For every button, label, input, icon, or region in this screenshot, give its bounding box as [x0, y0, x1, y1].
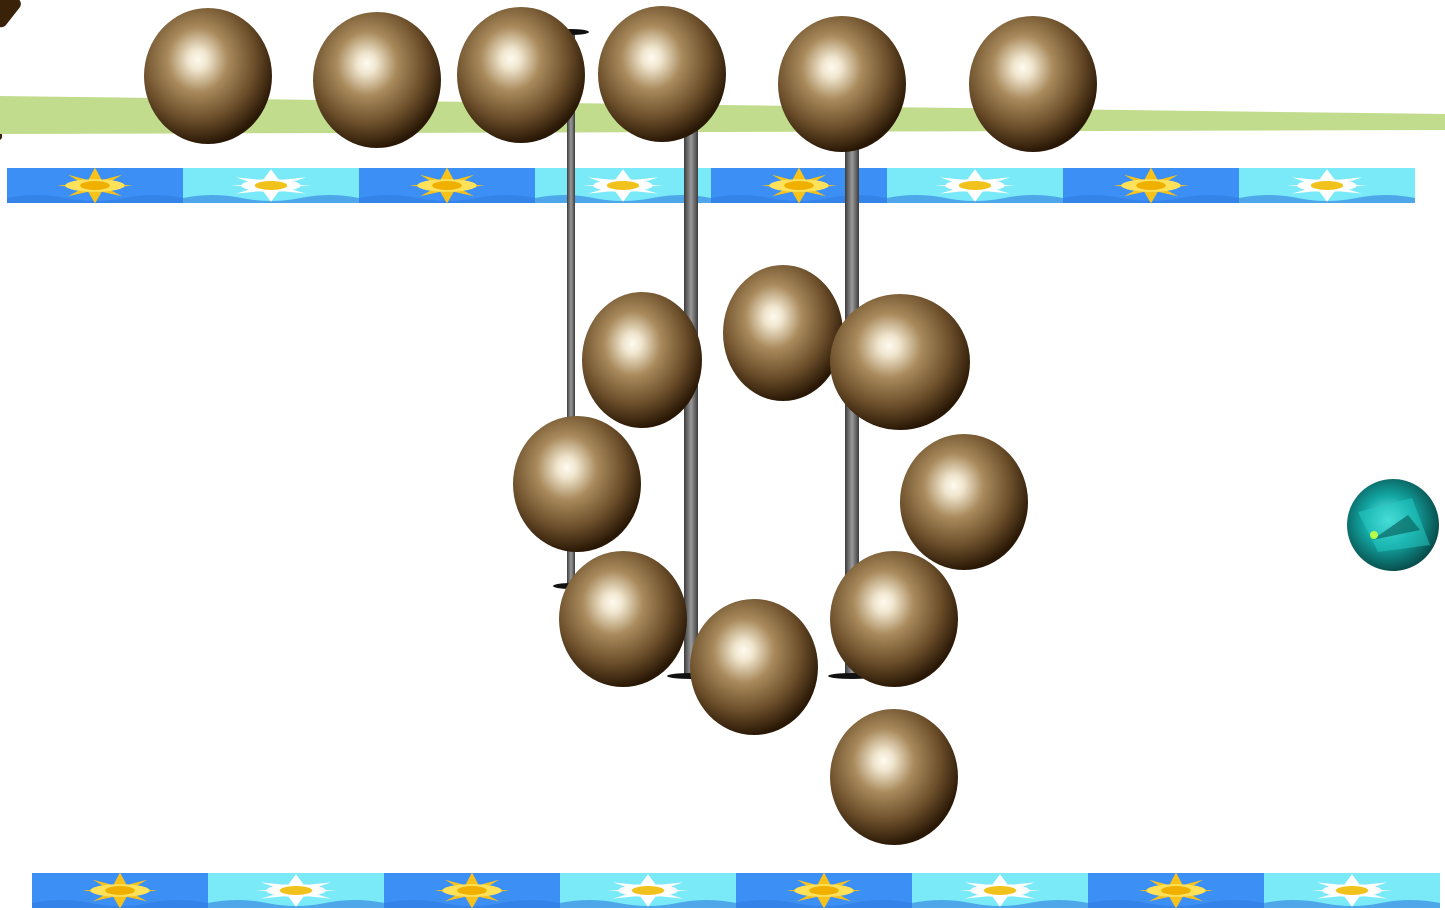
bronze-ball-icon[interactable]	[900, 434, 1028, 570]
sun-tile-icon	[32, 873, 208, 909]
tile-strip-bottom	[32, 873, 1440, 909]
bronze-ball-icon[interactable]	[313, 12, 441, 148]
bronze-ball-icon[interactable]	[598, 6, 726, 142]
bronze-ball-icon[interactable]	[144, 8, 272, 144]
flower-tile-icon	[560, 873, 736, 908]
flower-tile-icon	[183, 168, 359, 203]
flower-tile-icon	[208, 873, 384, 908]
bronze-ball-icon[interactable]	[778, 16, 906, 152]
sun-tile-icon	[359, 168, 535, 204]
bronze-ball-icon[interactable]	[723, 265, 843, 401]
bronze-ball-icon[interactable]	[457, 7, 585, 143]
sun-tile-icon	[736, 873, 912, 909]
flower-tile-icon	[912, 873, 1088, 908]
teal-orb-icon[interactable]	[1347, 479, 1439, 571]
flower-tile-icon	[1239, 168, 1415, 203]
sun-tile-icon	[384, 873, 560, 909]
bronze-ball-icon[interactable]	[513, 416, 641, 552]
bronze-ball-icon[interactable]	[559, 551, 687, 687]
bronze-ball-icon[interactable]	[969, 16, 1097, 152]
bronze-ball-icon[interactable]	[690, 599, 818, 735]
tile-strip-top	[7, 168, 1415, 204]
sun-tile-icon	[711, 168, 887, 204]
flower-tile-icon	[1264, 873, 1440, 908]
bronze-ball-icon[interactable]	[830, 551, 958, 687]
sun-tile-icon	[1088, 873, 1264, 909]
flower-tile-icon	[887, 168, 1063, 203]
bronze-ball-icon[interactable]	[830, 294, 970, 430]
sun-tile-icon	[1063, 168, 1239, 204]
bronze-ball-icon[interactable]	[582, 292, 702, 428]
bronze-ball-icon[interactable]	[830, 709, 958, 845]
sun-tile-icon	[7, 168, 183, 204]
